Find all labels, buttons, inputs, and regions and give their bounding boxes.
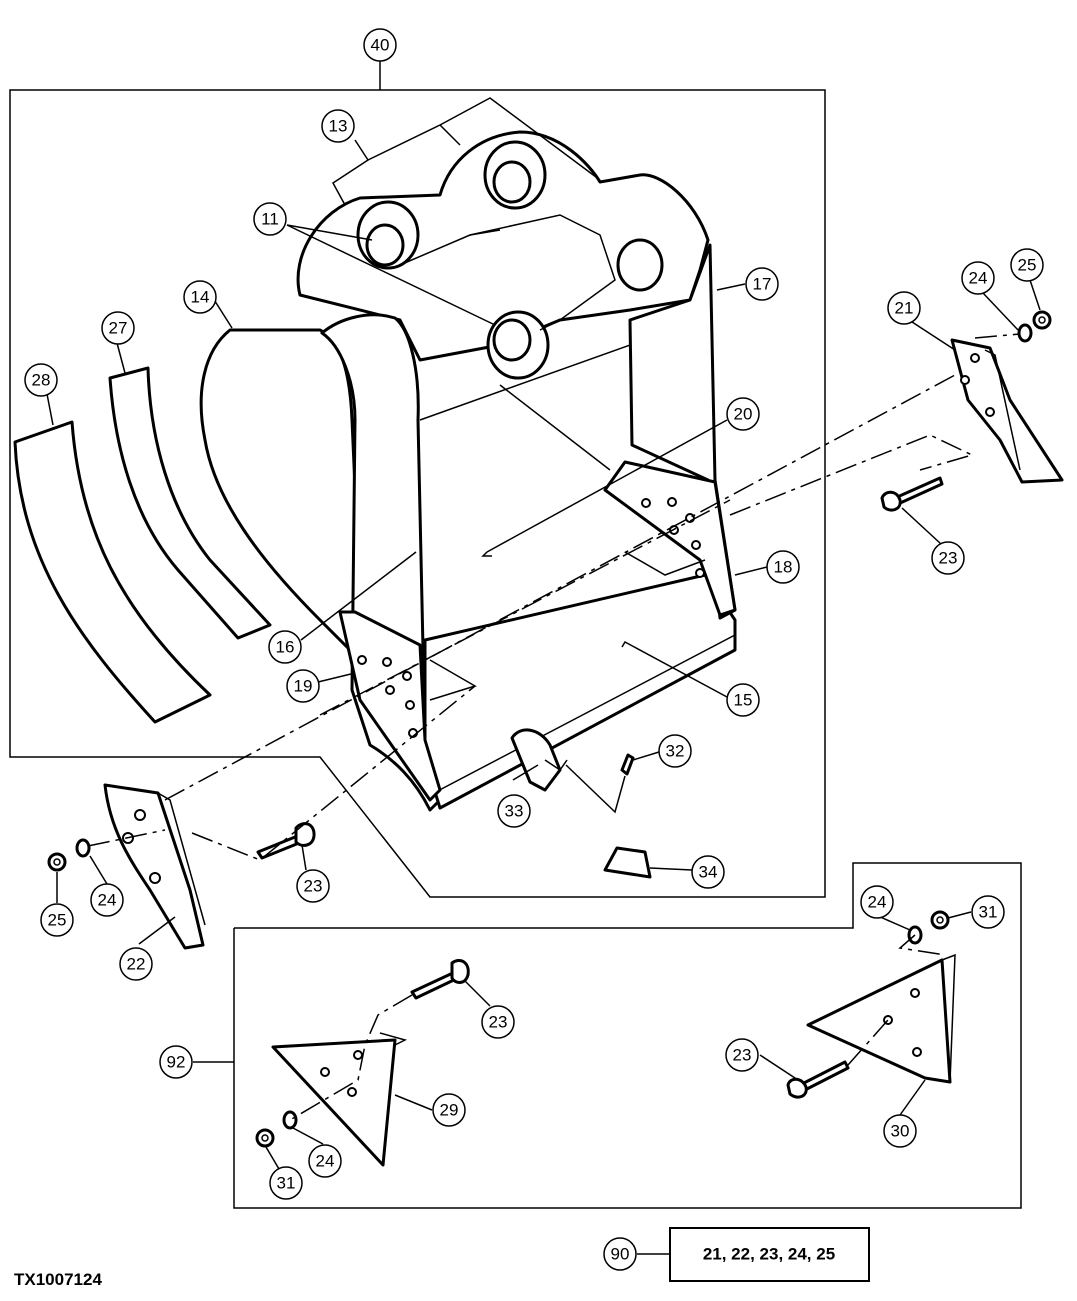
nut-washer-right (1017, 310, 1052, 343)
callout-92-label: 92 (167, 1053, 186, 1072)
callout-13: 13 (321, 109, 355, 143)
callout-31-kit-left-label: 31 (277, 1174, 296, 1193)
alignment-lines (87, 333, 1021, 1121)
callout-23-right-label: 23 (939, 549, 958, 568)
callout-24-left-label: 24 (98, 891, 117, 910)
callout-25-right-label: 25 (1018, 256, 1037, 275)
wear-strip-28 (13, 420, 212, 724)
callout-19-label: 19 (294, 677, 313, 696)
leader-lines (46, 97, 1041, 1255)
callout-14: 14 (183, 280, 217, 314)
callout-90: 90 (603, 1237, 637, 1271)
callout-92: 92 (159, 1045, 193, 1079)
callout-28-label: 28 (32, 371, 51, 390)
callout-15-label: 15 (734, 691, 753, 710)
callout-17: 17 (745, 267, 779, 301)
kit-plate-29 (271, 1032, 408, 1167)
tooth-assembly (510, 728, 635, 814)
nut-washer-kit-right (907, 910, 950, 945)
bolt-23-kit-right (786, 1060, 850, 1099)
callout-31-kit-right: 31 (971, 895, 1005, 929)
callout-23-kit-left-label: 23 (489, 1013, 508, 1032)
callout-27: 27 (101, 311, 135, 345)
callout-14-label: 14 (191, 288, 210, 307)
bolt-23-left (256, 822, 316, 860)
tooth-tip (603, 846, 652, 879)
kit-plate-30 (806, 953, 956, 1084)
callout-24-left: 24 (90, 883, 124, 917)
left-side-cutter (103, 783, 206, 950)
callout-16: 16 (268, 630, 302, 664)
callout-30: 30 (883, 1114, 917, 1148)
callout-40-label: 40 (371, 36, 390, 55)
figure-id: TX1007124 (14, 1270, 102, 1289)
callout-34: 34 (691, 855, 725, 889)
callout-30-label: 30 (891, 1122, 910, 1141)
callout-24-kit-left: 24 (308, 1144, 342, 1178)
nut-washer-left (47, 838, 91, 872)
callout-24-right: 24 (961, 261, 995, 295)
kit-contents-box (669, 1227, 870, 1282)
callout-25-right: 25 (1010, 248, 1044, 282)
callout-11: 11 (253, 202, 287, 236)
right-side-cutter (950, 338, 1064, 484)
callout-90-label: 90 (611, 1245, 630, 1264)
callout-23-kit-right: 23 (725, 1038, 759, 1072)
callout-22-label: 22 (127, 955, 146, 974)
nut-washer-kit-left (255, 1110, 298, 1148)
callout-29-label: 29 (440, 1101, 459, 1120)
callout-20-label: 20 (734, 405, 753, 424)
bolt-23-kit-left (410, 959, 470, 1000)
callout-29: 29 (432, 1093, 466, 1127)
wear-strip-27 (108, 366, 272, 640)
callout-13-label: 13 (329, 117, 348, 136)
callout-22: 22 (119, 947, 153, 981)
callout-28: 28 (24, 363, 58, 397)
callout-23-left-label: 23 (304, 877, 323, 896)
callout-24-kit-left-label: 24 (316, 1152, 335, 1171)
hardware-kit-frame (233, 862, 1022, 1209)
right-wear-plate (603, 460, 737, 617)
callout-31-kit-left: 31 (269, 1166, 303, 1200)
callout-16-label: 16 (276, 638, 295, 657)
callout-23-kit-left: 23 (481, 1005, 515, 1039)
callout-21: 21 (887, 291, 921, 325)
callout-32: 32 (658, 734, 692, 768)
callout-31-kit-right-label: 31 (979, 903, 998, 922)
left-wear-plate (338, 610, 477, 802)
callout-24-kit-right-label: 24 (868, 893, 887, 912)
bolt-23-right (880, 476, 944, 512)
callout-25-left: 25 (40, 903, 74, 937)
callout-15: 15 (726, 683, 760, 717)
callout-33: 33 (497, 794, 531, 828)
callout-40: 40 (363, 28, 397, 62)
callout-21-label: 21 (895, 299, 914, 318)
callout-20: 20 (726, 397, 760, 431)
callout-11-label: 11 (261, 210, 279, 229)
kit-contents: 21, 22, 23, 24, 25 (703, 1245, 835, 1264)
callout-18-label: 18 (774, 558, 793, 577)
callout-19: 19 (286, 669, 320, 703)
bucket-body (199, 130, 737, 812)
callout-33-label: 33 (505, 802, 524, 821)
callout-27-label: 27 (109, 319, 128, 338)
callout-24-right-label: 24 (969, 269, 988, 288)
callout-34-label: 34 (699, 863, 718, 882)
callout-32-label: 32 (666, 742, 685, 761)
callout-25-left-label: 25 (48, 911, 67, 930)
assembly-frame (9, 60, 826, 898)
callout-24-kit-right: 24 (860, 885, 894, 919)
callout-23-kit-right-label: 23 (733, 1046, 752, 1065)
callout-23-right: 23 (931, 541, 965, 575)
callout-23-left: 23 (296, 869, 330, 903)
callout-18: 18 (766, 550, 800, 584)
callout-17-label: 17 (753, 275, 772, 294)
